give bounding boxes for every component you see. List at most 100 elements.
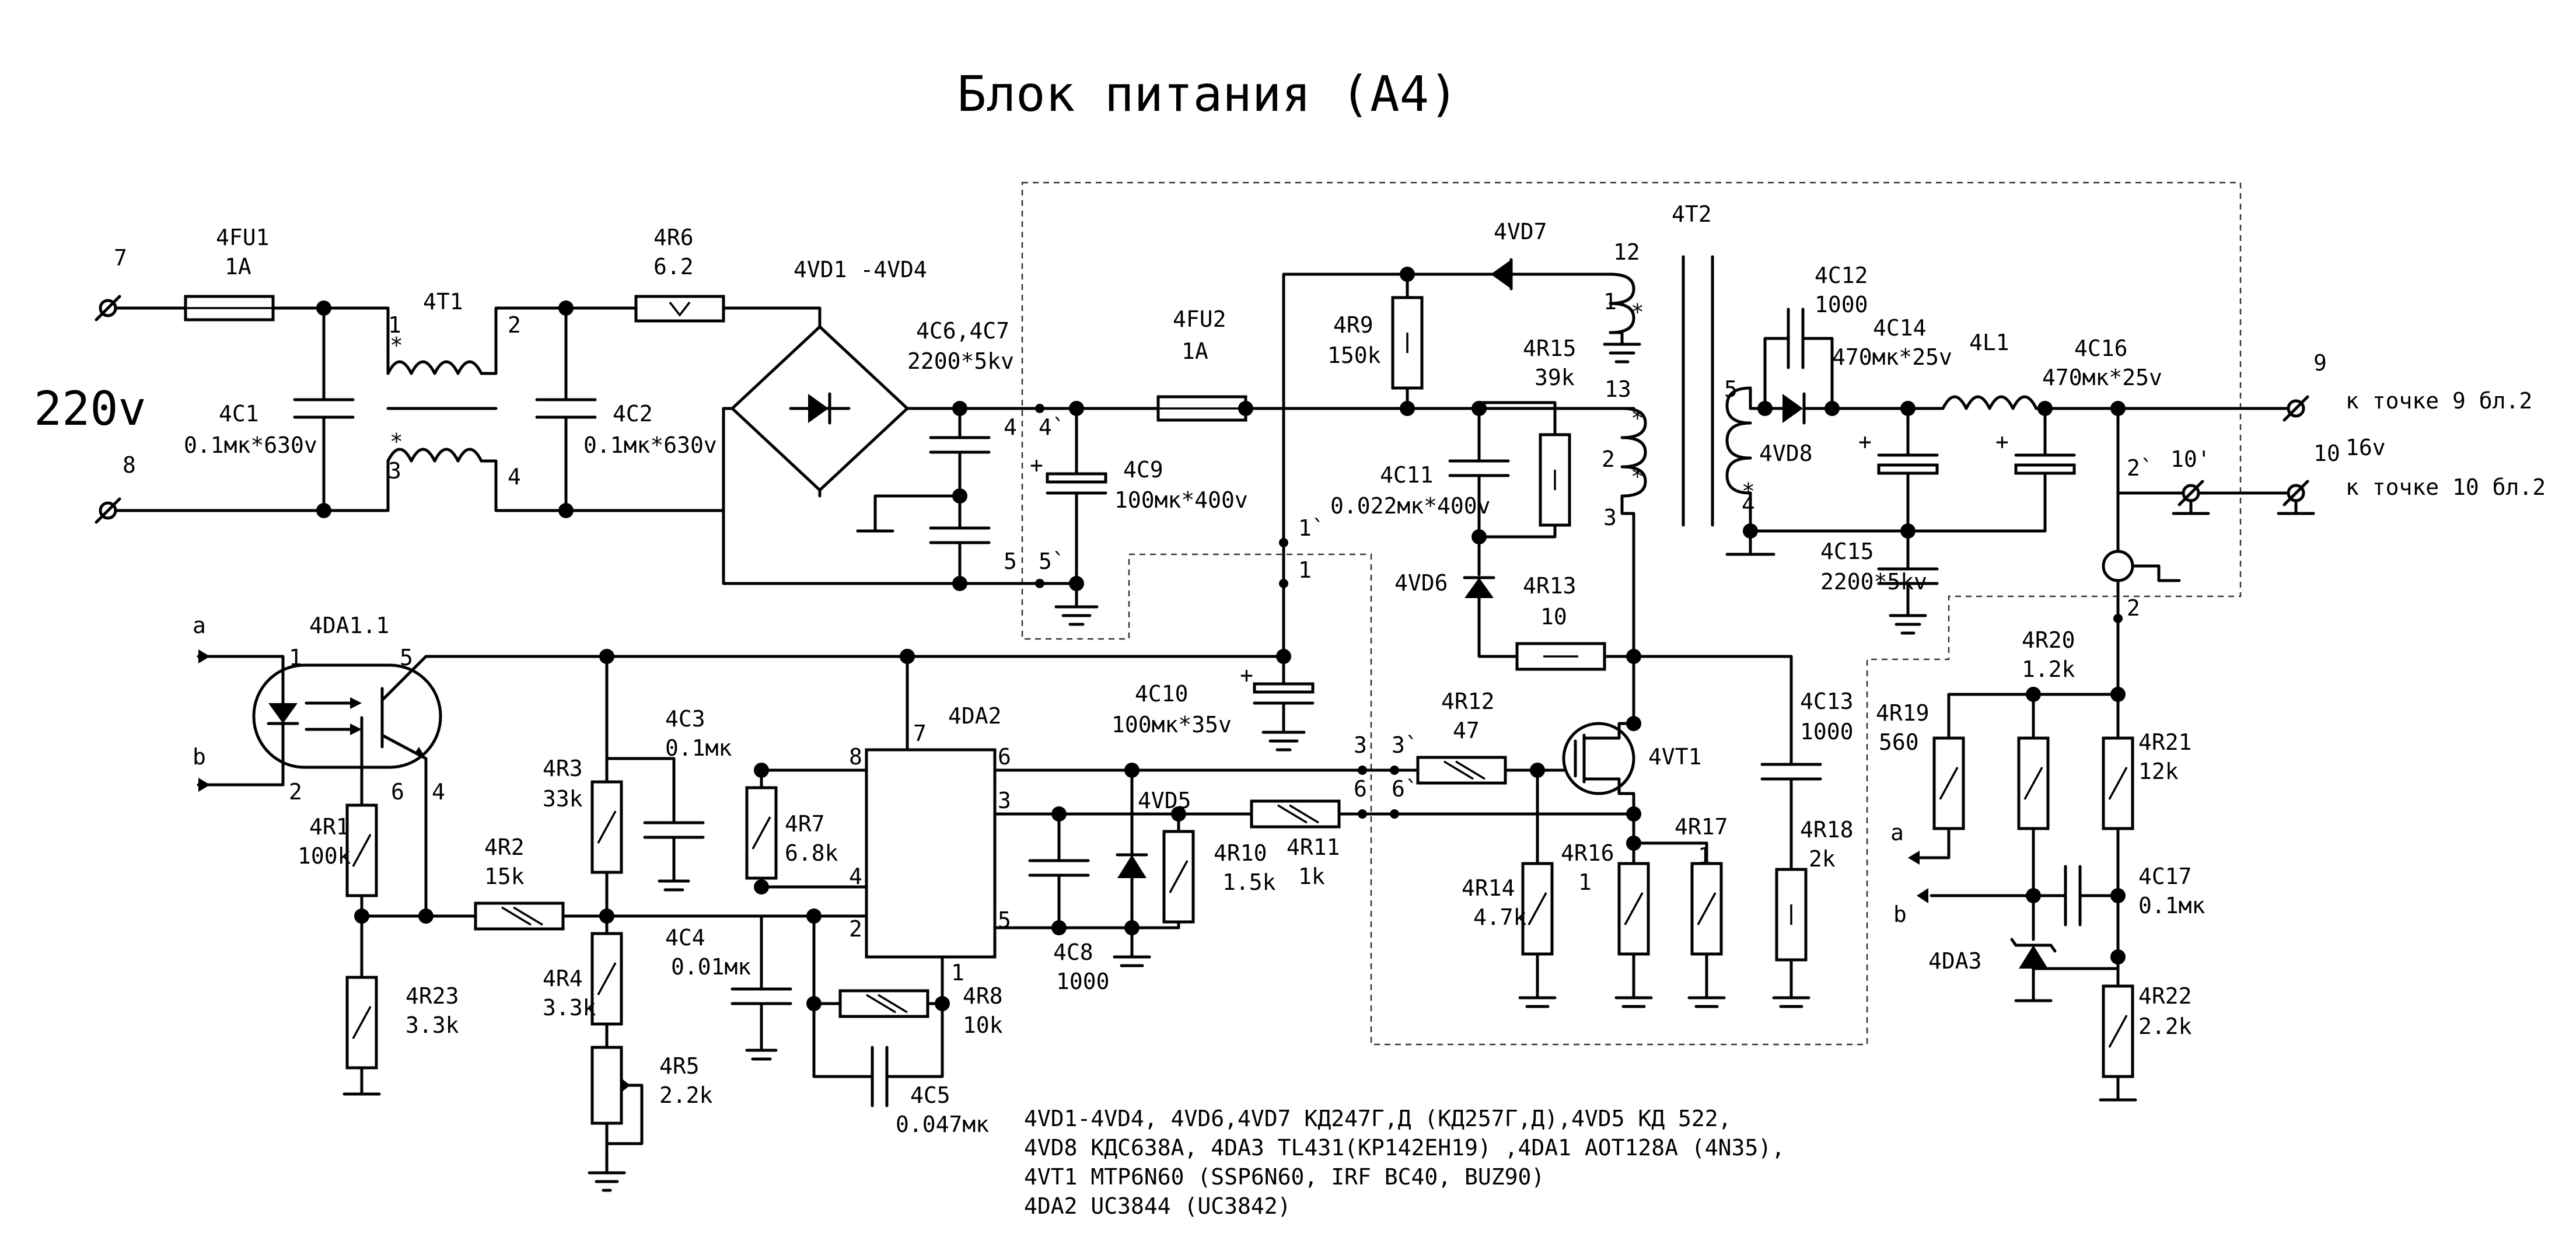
svg-text:0.1мк: 0.1мк bbox=[665, 735, 732, 761]
svg-text:3: 3 bbox=[1603, 505, 1617, 530]
svg-text:4DA2: 4DA2 bbox=[948, 703, 1002, 729]
svg-text:10': 10' bbox=[2170, 446, 2211, 472]
svg-text:4VT1: 4VT1 bbox=[1648, 744, 1702, 770]
resistor-4r4: 4R4 3.3k bbox=[543, 932, 623, 1049]
svg-text:4C9: 4C9 bbox=[1123, 457, 1163, 483]
svg-text:4: 4 bbox=[432, 779, 445, 805]
svg-text:1: 1 bbox=[1698, 843, 1711, 869]
svg-text:6`: 6` bbox=[1392, 776, 1418, 802]
svg-text:2.2k: 2.2k bbox=[659, 1082, 713, 1108]
svg-text:4R9: 4R9 bbox=[1333, 312, 1373, 338]
svg-text:*: * bbox=[1742, 478, 1755, 504]
bridge-rectifier-4vd1-4vd4: 4VD1 -4VD4 bbox=[730, 257, 927, 492]
svg-text:4R8: 4R8 bbox=[963, 983, 1003, 1009]
svg-text:0.01мк: 0.01мк bbox=[671, 954, 751, 980]
svg-text:4C5: 4C5 bbox=[910, 1082, 950, 1108]
svg-text:1`: 1` bbox=[1298, 515, 1325, 541]
capacitor-4c15: 4C15 2200*5kv bbox=[1820, 529, 1939, 635]
capacitor-4c4: 4C4 0.01мк bbox=[665, 914, 792, 1061]
svg-text:100мк*35v: 100мк*35v bbox=[1112, 712, 1232, 738]
terminal-9[interactable]: 9 к точке 9 бл.2 bbox=[2283, 350, 2532, 422]
control-section: a b 1 2 5 6 4 4DA1.1 4R1 100k 4R23 3. bbox=[193, 613, 1854, 1192]
svg-text:1A: 1A bbox=[1182, 338, 1208, 364]
optocoupler-4da1-1: a b 1 2 5 6 4 4DA1.1 bbox=[193, 613, 617, 918]
svg-text:12k: 12k bbox=[2138, 759, 2179, 784]
resistor-4r11: 4R11 1k bbox=[1250, 799, 1341, 889]
terminal-8[interactable]: 8 bbox=[95, 452, 136, 524]
svg-text:*: * bbox=[1631, 406, 1644, 431]
resistor-4r16: 4R16 1 bbox=[1561, 840, 1653, 1008]
svg-text:9: 9 bbox=[2313, 350, 2327, 376]
svg-text:16v: 16v bbox=[2346, 435, 2386, 460]
svg-text:4T1: 4T1 bbox=[423, 289, 463, 314]
svg-text:560: 560 bbox=[1879, 729, 1919, 755]
secondary-section: 5 4 * 4VD8 4C12 1000 + 4C14 470мк*25v bbox=[1724, 263, 2546, 635]
svg-text:*: * bbox=[1631, 299, 1644, 325]
svg-text:4R20: 4R20 bbox=[2022, 627, 2075, 653]
resistor-4r13: 4R13 10 bbox=[1515, 573, 1606, 671]
svg-text:4R13: 4R13 bbox=[1523, 573, 1577, 599]
mosfet-4vt1: 4VT1 bbox=[1562, 655, 1702, 822]
svg-text:150k: 150k bbox=[1327, 343, 1381, 368]
svg-text:3.3k: 3.3k bbox=[543, 995, 596, 1021]
svg-text:1: 1 bbox=[1603, 289, 1617, 314]
svg-text:a: a bbox=[193, 613, 206, 638]
svg-text:4R7: 4R7 bbox=[785, 811, 825, 837]
resistor-4r18: 4R18 2k bbox=[1772, 817, 1854, 1008]
svg-text:1000: 1000 bbox=[1056, 969, 1110, 994]
terminal-10[interactable]: 10 16v к точке 10 бл.2 bbox=[2277, 435, 2546, 515]
svg-text:4C12: 4C12 bbox=[1815, 263, 1868, 288]
svg-text:12: 12 bbox=[1613, 239, 1640, 265]
svg-text:4C15: 4C15 bbox=[1820, 539, 1874, 564]
svg-text:470мк*25v: 470мк*25v bbox=[1832, 344, 1952, 370]
component-notes: 4VD1-4VD4, 4VD6,4VD7 КД247Г,Д (КД257Г,Д)… bbox=[1024, 1106, 1785, 1219]
svg-text:*: * bbox=[1631, 464, 1644, 490]
resistor-4r12: 4R12 47 bbox=[1416, 689, 1507, 785]
svg-text:4C3: 4C3 bbox=[665, 706, 705, 732]
svg-text:13: 13 bbox=[1605, 376, 1631, 402]
svg-text:5: 5 bbox=[1724, 376, 1738, 402]
resistor-4r8: 4R8 10k bbox=[812, 983, 1003, 1038]
svg-text:4R17: 4R17 bbox=[1675, 814, 1728, 840]
capacitor-4c1: 4C1 0.1мк*630v bbox=[184, 306, 355, 512]
svg-text:+: + bbox=[1030, 452, 1043, 478]
svg-text:4C2: 4C2 bbox=[613, 401, 653, 427]
svg-text:4: 4 bbox=[849, 864, 862, 889]
svg-text:4C1: 4C1 bbox=[219, 401, 259, 427]
resistor-4r14: 4R14 4.7k bbox=[1462, 768, 1557, 1008]
svg-text:4VD1 -4VD4: 4VD1 -4VD4 bbox=[794, 257, 927, 282]
svg-text:+: + bbox=[1995, 429, 2009, 455]
svg-text:4R19: 4R19 bbox=[1876, 700, 1930, 726]
svg-text:4R4: 4R4 bbox=[543, 966, 583, 991]
choke-4t1: 1 2 3 4 * * 4T1 bbox=[386, 289, 521, 512]
capacitor-4c10: + 4C10 100мк*35v bbox=[1112, 655, 1315, 752]
capacitor-4c9: + 4C9 100мк*400v bbox=[1030, 407, 1248, 626]
svg-text:1.2k: 1.2k bbox=[2022, 656, 2075, 682]
svg-text:*: * bbox=[390, 429, 403, 455]
svg-text:4R11: 4R11 bbox=[1287, 834, 1340, 860]
svg-text:2: 2 bbox=[849, 916, 862, 942]
svg-text:3: 3 bbox=[1354, 732, 1367, 758]
svg-text:0.022мк*400v: 0.022мк*400v bbox=[1330, 493, 1491, 519]
resistor-4r15: 4R15 39k bbox=[1523, 336, 1577, 527]
svg-text:4C13: 4C13 bbox=[1800, 689, 1854, 714]
resistor-4r10: 4R10 1.5k bbox=[1162, 812, 1276, 929]
pwm-controller-4da2: 4DA2 8 7 6 3 4 2 5 1 bbox=[806, 649, 1011, 1011]
svg-text:2200*5kv: 2200*5kv bbox=[1820, 569, 1927, 595]
svg-text:1A: 1A bbox=[225, 254, 251, 279]
svg-text:8: 8 bbox=[123, 452, 136, 478]
svg-text:4R15: 4R15 bbox=[1523, 336, 1577, 361]
diode-4vd5: 4VD5 bbox=[1113, 768, 1191, 967]
svg-text:1: 1 bbox=[1578, 869, 1592, 895]
svg-text:+: + bbox=[1858, 429, 1872, 455]
capacitor-4c13: 4C13 1000 bbox=[1760, 689, 1854, 871]
svg-text:4: 4 bbox=[1004, 414, 1017, 440]
svg-text:1: 1 bbox=[951, 960, 964, 986]
note-line: 4VT1 MTP6N60 (SSP6N60, IRF BC40, BUZ90) bbox=[1024, 1164, 1544, 1190]
note-line: 4VD8 КДС638А, 4DA3 TL431(КР142ЕН19) ,4DA… bbox=[1024, 1135, 1785, 1161]
mains-voltage-label: 220v bbox=[34, 382, 146, 436]
svg-text:4C16: 4C16 bbox=[2074, 336, 2128, 361]
svg-text:3.3k: 3.3k bbox=[406, 1012, 459, 1038]
svg-text:4R1: 4R1 bbox=[309, 814, 349, 840]
svg-text:0.1мк*630v: 0.1мк*630v bbox=[184, 432, 317, 458]
